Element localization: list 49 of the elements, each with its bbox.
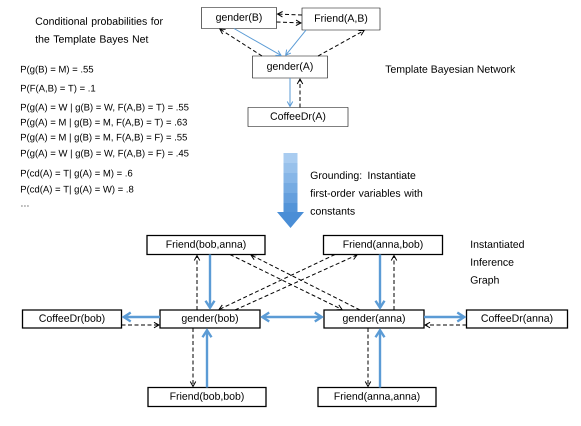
variable-box: Friend(A,B) — [302, 8, 380, 30]
arrow — [318, 30, 365, 56]
heading-text: Template Bayesian Network — [385, 65, 516, 75]
arrow — [424, 312, 466, 323]
arrow — [122, 312, 160, 323]
variable-box: Friend(anna,bob) — [322, 234, 444, 256]
probability-text: P(cd(A) = T| g(A) = M) = .6 — [20, 170, 132, 178]
arrow — [374, 328, 386, 388]
arrow — [230, 254, 343, 310]
probability-text: P(F(A,B) = T) = .1 — [20, 84, 96, 94]
arrow — [374, 254, 386, 310]
heading-text: Instantiated Inference Graph — [470, 240, 524, 286]
arrow — [390, 254, 398, 310]
arrow — [250, 254, 360, 310]
arrow — [260, 312, 324, 323]
arrow — [364, 328, 372, 388]
variable-box: Friend(bob,anna) — [146, 234, 266, 256]
variable-box: gender(anna) — [323, 309, 425, 329]
arrow — [276, 20, 302, 26]
probability-text: P(g(A) = M | g(B) = M, F(A,B) = T) = .63 — [20, 118, 187, 128]
probability-text: P(g(A) = W | g(B) = W, F(A,B) = F) = .45 — [20, 150, 189, 158]
variable-box: gender(bob) — [159, 309, 261, 329]
variable-box: gender(B) — [201, 7, 277, 29]
arrow — [218, 254, 336, 310]
arrow — [219, 28, 262, 56]
arrow — [234, 28, 282, 56]
variable-box: gender(A) — [252, 56, 328, 78]
arrow — [121, 322, 160, 328]
arrow — [276, 11, 302, 18]
variable-box: CoffeeDr(anna) — [466, 309, 568, 329]
arrow — [296, 78, 304, 108]
arrow — [190, 328, 196, 388]
arrow — [204, 254, 216, 310]
variable-box: CoffeeDr(A) — [248, 107, 348, 127]
probability-text: P(cd(A) = T| g(A) = W) = .8 — [20, 186, 134, 194]
note-text: Grounding: Instantiate first-order variables with constants — [310, 171, 422, 215]
arrow — [234, 254, 358, 310]
probability-text: P(g(A) = W | g(B) = W, F(A,B) = T) = .55 — [20, 104, 189, 112]
heading-text: Conditional probabilities for the Template Bayes Net — [35, 17, 163, 45]
probability-text: P(g(B) = M) = .55 — [20, 66, 94, 74]
arrow — [285, 30, 306, 56]
variable-box: Friend(anna,anna) — [317, 386, 437, 408]
variable-box: Friend(bob,bob) — [147, 386, 267, 408]
arrow — [424, 322, 467, 328]
arrow — [202, 328, 213, 388]
variable-box: CoffeeDr(bob) — [22, 309, 122, 329]
probability-text: P(g(A) = M | g(B) = M, F(A,B) = F) = .55 — [20, 134, 187, 142]
arrow — [194, 254, 200, 310]
arrow — [286, 78, 294, 108]
